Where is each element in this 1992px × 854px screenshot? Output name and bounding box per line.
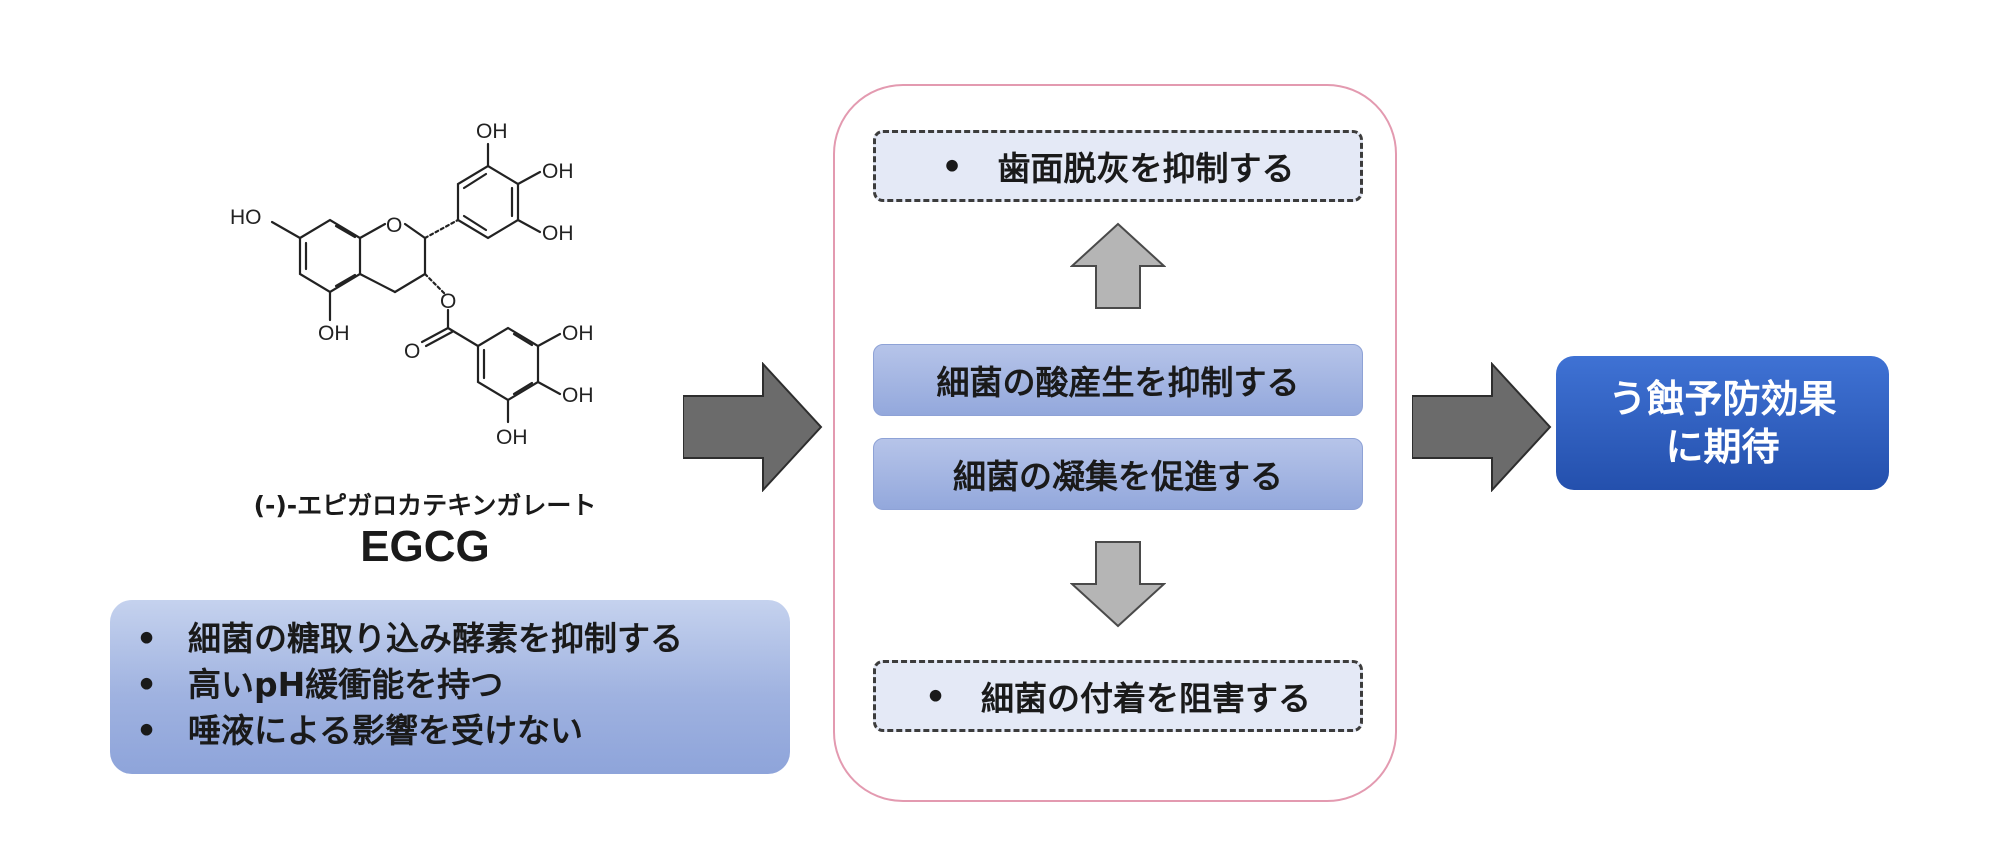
effect-middle-label-2: 細菌の凝集を促進する (953, 457, 1283, 496)
oh-label: OH (562, 384, 594, 407)
property-box: • 細菌の糖取り込み酵素を抑制する • 高いpH緩衝能を持つ • 唾液による影響を受け… (110, 600, 790, 774)
down-arrow-icon (1069, 540, 1167, 628)
oh-label: OH (562, 322, 594, 345)
b-ring (456, 164, 520, 240)
a-ring (298, 218, 362, 294)
bullet: • (941, 146, 963, 186)
carbonyl-o-label: O (404, 340, 420, 363)
up-arrow-icon (1069, 222, 1167, 310)
egcg-structure: OH OH OH HO O OH O O OH OH OH (200, 110, 660, 480)
result-line-2: に期待 (1665, 425, 1780, 469)
galloyl-ring (476, 326, 540, 402)
property-item: • 唾液による影響を受けない (136, 708, 790, 754)
oh-label: OH (542, 222, 574, 245)
bullet: • (136, 711, 158, 750)
oh-label: OH (542, 160, 574, 183)
compound-name: (-)-エピガロカテキンガレート (253, 491, 597, 520)
effect-bottom-label: 細菌の付着を阻害する (981, 679, 1311, 718)
compound-abbreviation: EGCG (360, 522, 490, 571)
ring-o-label: O (386, 214, 402, 237)
effect-top-label: 歯面脱灰を抑制する (997, 149, 1295, 188)
oh-label: OH (318, 322, 350, 345)
ester-o-label: O (440, 290, 456, 313)
property-text: 高いpH緩衝能を持つ (188, 665, 504, 704)
bullet: • (136, 665, 158, 704)
ho-label: HO (230, 206, 262, 229)
oh-label: OH (496, 426, 528, 449)
bullet: • (925, 676, 947, 716)
egcg-structure-drawing: OH OH OH HO O OH O O OH OH OH (230, 120, 594, 449)
property-text: 唾液による影響を受けない (188, 711, 584, 750)
effects-frame (833, 84, 1397, 802)
property-text: 細菌の糖取り込み酵素を抑制する (188, 619, 683, 658)
bullet: • (136, 619, 158, 658)
effect-middle-box-1: 細菌の酸産生を抑制する (873, 344, 1363, 416)
right-arrow-icon (1411, 361, 1552, 493)
result-line-1: う蝕予防効果 (1608, 377, 1837, 421)
effect-middle-box-2: 細菌の凝集を促進する (873, 438, 1363, 510)
result-box: う蝕予防効果 に期待 (1556, 356, 1889, 490)
effect-bottom-box: • 細菌の付着を阻害する (873, 660, 1363, 732)
oh-label: OH (476, 120, 508, 143)
property-item: • 高いpH緩衝能を持つ (136, 662, 790, 708)
right-arrow-icon (682, 361, 823, 493)
effect-top-box: • 歯面脱灰を抑制する (873, 130, 1363, 202)
property-item: • 細菌の糖取り込み酵素を抑制する (136, 616, 790, 662)
effect-middle-label-1: 細菌の酸産生を抑制する (936, 363, 1300, 402)
